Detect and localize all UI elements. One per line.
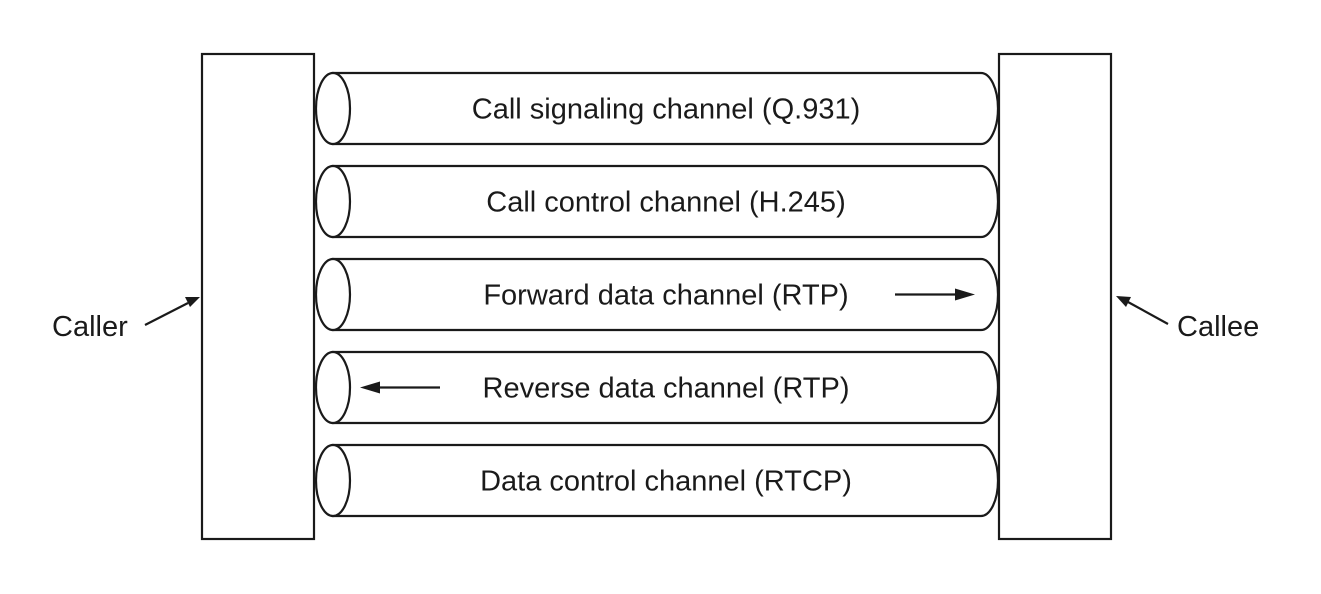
caller-box xyxy=(200,52,316,541)
channel-label: Data control channel (RTCP) xyxy=(480,466,852,498)
pipe-end-cap xyxy=(314,443,352,518)
pipe-end-cap xyxy=(314,71,352,146)
channel-pipe: Call control channel (H.245) xyxy=(314,164,1000,239)
forward-arrow xyxy=(895,288,975,301)
callee-pointer-arrow xyxy=(1116,296,1169,325)
channel-pipe: Data control channel (RTCP) xyxy=(314,443,1000,518)
pipe-end-cap xyxy=(314,164,352,239)
channel-label: Call control channel (H.245) xyxy=(486,187,845,219)
caller-pointer-arrow xyxy=(144,297,200,326)
channel-label: Forward data channel (RTP) xyxy=(483,280,848,312)
channel-pipes: Call signaling channel (Q.931) Call contr… xyxy=(314,71,1000,518)
channel-pipe: Call signaling channel (Q.931) xyxy=(314,71,1000,146)
channel-pipe: Reverse data channel (RTP) xyxy=(314,350,1000,425)
channel-pipe: Forward data channel (RTP) xyxy=(314,257,1000,332)
channel-label: Call signaling channel (Q.931) xyxy=(472,94,861,126)
reverse-arrow xyxy=(360,381,440,394)
channel-label: Reverse data channel (RTP) xyxy=(483,373,850,405)
caller-label: Caller xyxy=(52,311,128,343)
callee-label: Callee xyxy=(1177,311,1259,343)
pipe-end-cap xyxy=(314,350,352,425)
pipe-end-cap xyxy=(314,257,352,332)
callee-box xyxy=(997,52,1113,541)
